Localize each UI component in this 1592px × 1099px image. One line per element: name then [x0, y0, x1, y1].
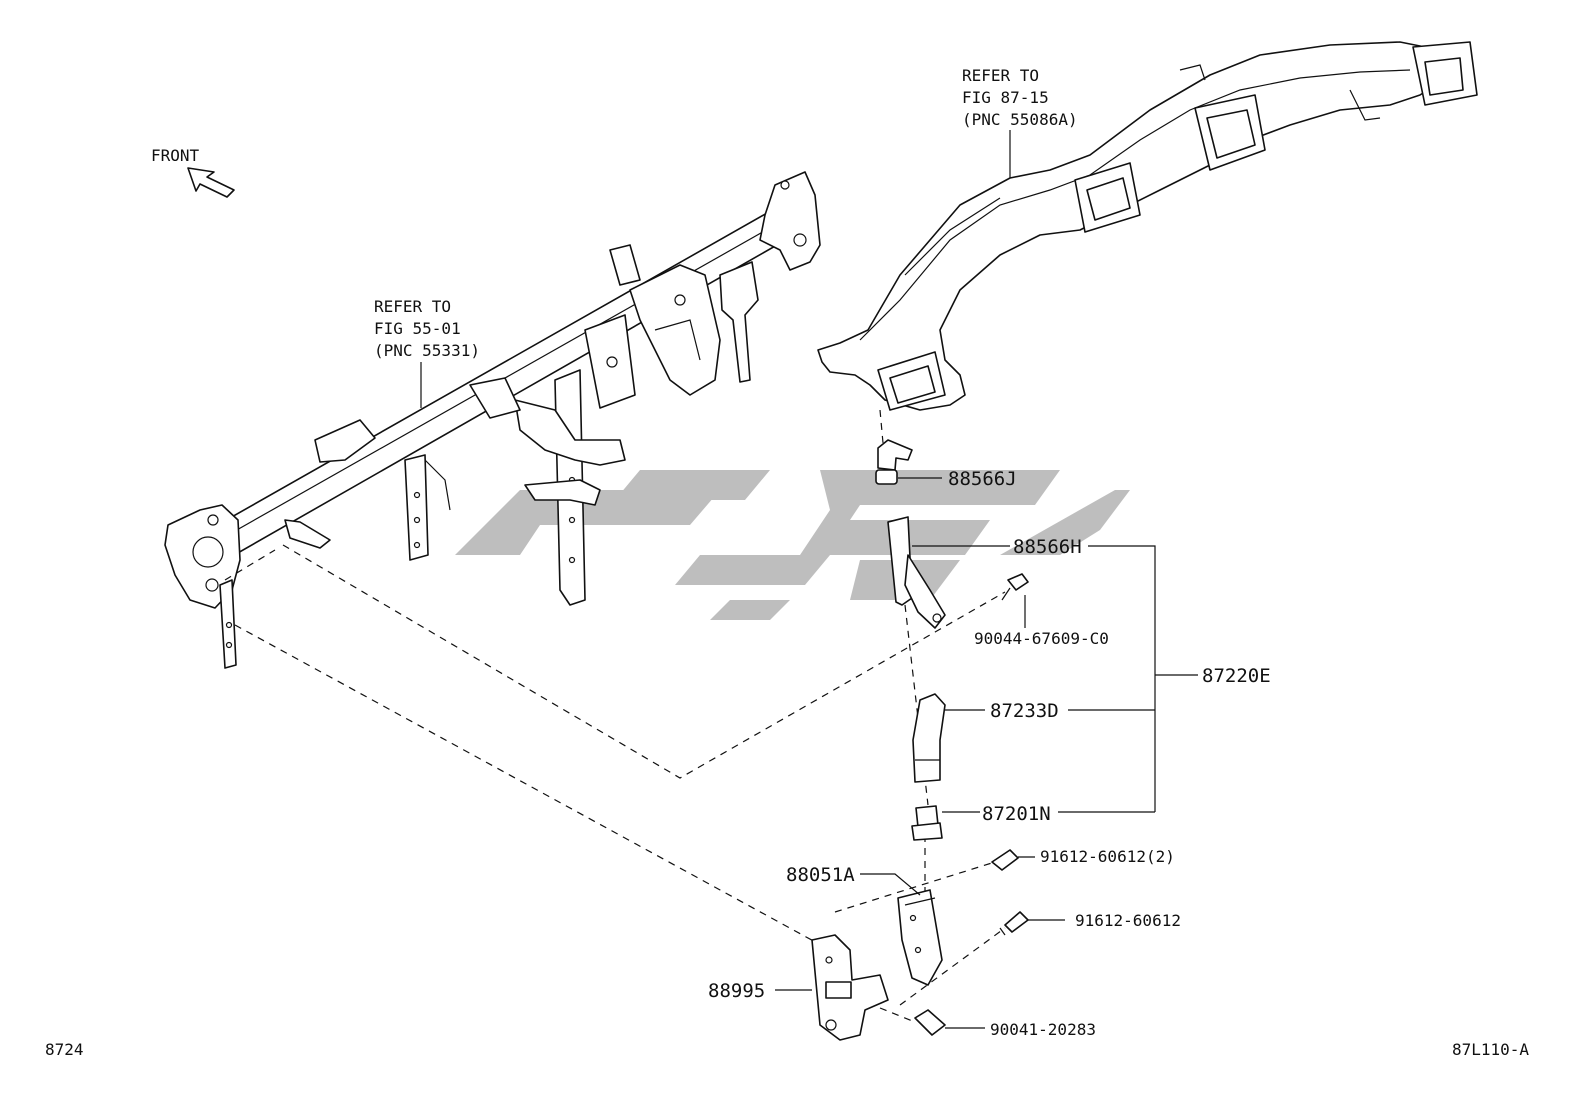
- watermark-logo: [455, 470, 1130, 620]
- ref-beam-line2: FIG 55-01: [374, 319, 461, 338]
- label-91612-60612: 91612-60612: [1075, 911, 1181, 930]
- label-87233D: 87233D: [990, 700, 1059, 722]
- steering-support-beam: [164, 171, 821, 669]
- assembly-dashed-lines: [224, 409, 1006, 1023]
- label-88566H: 88566H: [1013, 536, 1082, 558]
- label-91612-60612-2: 91612-60612(2): [1040, 847, 1175, 866]
- part-91612-bolt-upper: [991, 849, 1019, 871]
- ref-duct-line2: FIG 87-15: [962, 88, 1049, 107]
- front-label: FRONT: [151, 146, 200, 165]
- label-88051A: 88051A: [786, 864, 855, 886]
- ref-duct-line3: (PNC 55086A): [962, 110, 1078, 129]
- leader-lines: [775, 477, 1198, 1029]
- part-88051A-shape: [897, 889, 943, 986]
- ref-duct-line1: REFER TO: [962, 66, 1039, 85]
- front-arrow-icon: [187, 167, 235, 198]
- label-87201N: 87201N: [982, 803, 1051, 825]
- part-87201N-shape: [911, 805, 943, 841]
- label-88566J: 88566J: [948, 468, 1017, 490]
- part-90044-screw: [1001, 573, 1029, 601]
- part-90041-bolt: [914, 1009, 946, 1036]
- label-87220E: 87220E: [1202, 665, 1271, 687]
- ref-beam-line1: REFER TO: [374, 297, 451, 316]
- air-duct: [817, 41, 1478, 411]
- reference-duct: REFER TO FIG 87-15 (PNC 55086A): [962, 66, 1078, 182]
- part-88566J-shape: [875, 439, 913, 485]
- ref-beam-line3: (PNC 55331): [374, 341, 480, 360]
- label-88995: 88995: [708, 980, 765, 1002]
- reference-reinforcement: REFER TO FIG 55-01 (PNC 55331): [374, 297, 480, 408]
- front-arrow: FRONT: [151, 146, 235, 198]
- part-88566H-shape: [887, 516, 946, 629]
- part-87233D-shape: [912, 693, 946, 783]
- corner-code-left: 8724: [45, 1040, 84, 1059]
- corner-code-right: 87L110-A: [1452, 1040, 1529, 1059]
- part-91612-bolt-lower: [999, 911, 1029, 936]
- label-90044-67609-C0: 90044-67609-C0: [974, 629, 1109, 648]
- label-90041-20283: 90041-20283: [990, 1020, 1096, 1039]
- part-88995-bracket: [811, 934, 889, 1041]
